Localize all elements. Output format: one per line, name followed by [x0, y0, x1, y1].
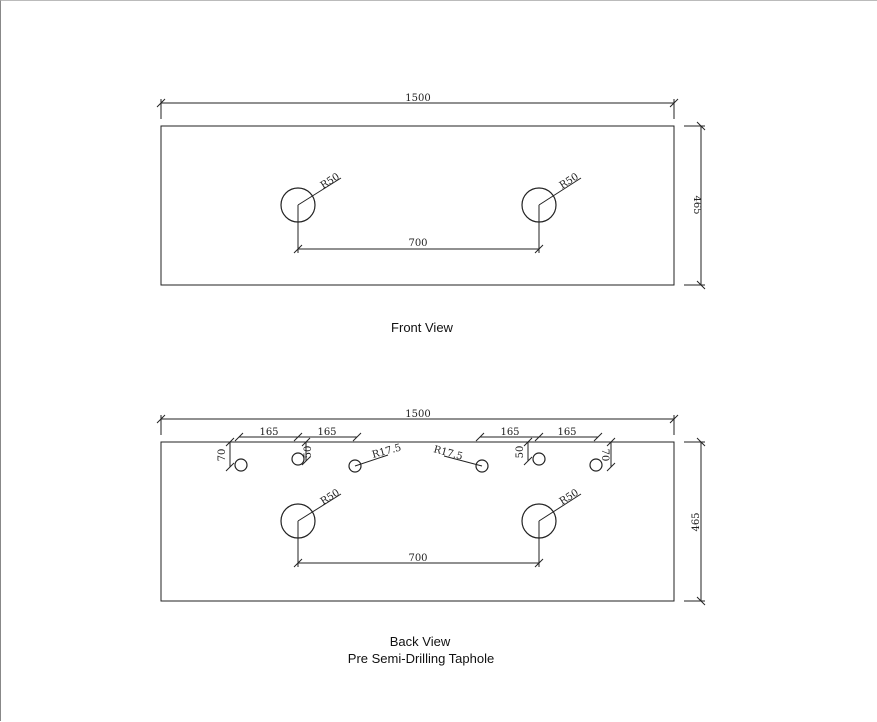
- tap-spacing-dimensions: 165 165 165 165: [234, 427, 603, 442]
- taphole: [291, 452, 305, 466]
- front-spacing-label: 700: [408, 238, 427, 249]
- front-view-caption: Front View: [391, 320, 454, 335]
- back-spacing-label: 700: [408, 553, 427, 564]
- tap-spacing-label: 165: [557, 427, 576, 438]
- tap-offset-label: 70: [217, 449, 228, 462]
- front-radius-left: R50: [319, 171, 342, 191]
- front-width-dimension: 1500: [156, 93, 679, 119]
- back-height-label: 465: [691, 512, 702, 531]
- front-spacing-dimension: 700: [293, 205, 544, 254]
- back-view: 1500 465 165 165 165 165 70 50 50 70 R17…: [156, 409, 706, 666]
- tap-spacing-label: 165: [317, 427, 336, 438]
- front-radius-right: R50: [558, 171, 581, 191]
- back-width-dimension: 1500: [156, 409, 679, 435]
- front-view: 1500 465 R50 R50 700 Front View: [156, 93, 706, 335]
- taphole: [475, 459, 489, 473]
- back-radius-left: R50: [319, 487, 342, 507]
- front-height-label: 465: [691, 195, 702, 214]
- taphole: [532, 452, 546, 466]
- tap-radius-left: R17.5: [371, 443, 403, 461]
- back-view-caption: Back View: [390, 634, 451, 649]
- tap-offset-label: 50: [303, 446, 314, 459]
- back-panel-outline: [160, 441, 675, 602]
- back-radius-right: R50: [558, 487, 581, 507]
- front-height-dimension: 465: [684, 121, 706, 290]
- taphole: [348, 459, 362, 473]
- tap-spacing-label: 165: [500, 427, 519, 438]
- tap-radius-right: R17.5: [432, 444, 464, 462]
- tap-spacing-label: 165: [259, 427, 278, 438]
- front-panel-outline: [160, 125, 675, 286]
- front-width-label: 1500: [405, 93, 430, 104]
- back-spacing-dimension: 700: [293, 521, 544, 568]
- taphole: [234, 458, 248, 472]
- back-view-subcaption: Pre Semi-Drilling Taphole: [348, 651, 494, 666]
- back-width-label: 1500: [405, 409, 430, 420]
- tap-offset-label: 50: [515, 446, 526, 459]
- taphole: [589, 458, 603, 472]
- tap-offset-label: 70: [599, 449, 610, 462]
- back-height-dimension: 465: [684, 437, 706, 606]
- tap-offset-dimensions: 70 50 50 70: [217, 437, 616, 472]
